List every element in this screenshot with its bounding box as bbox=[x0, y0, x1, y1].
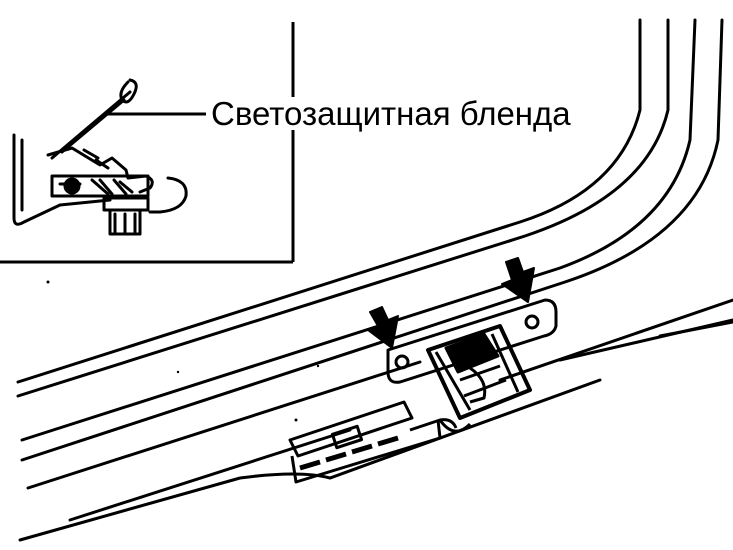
roof-contour-lines bbox=[16, 18, 733, 542]
inset-frame bbox=[0, 22, 295, 264]
print-specks bbox=[46, 280, 320, 422]
arrow-right-screw bbox=[501, 257, 535, 303]
visor-mounting-bracket bbox=[386, 298, 558, 433]
arrow-left-screw bbox=[367, 306, 399, 349]
sun-visor-label: Светозащитная бленда bbox=[209, 95, 573, 132]
lower-trim-rail bbox=[288, 400, 458, 484]
inset-sun-visor-detail bbox=[12, 78, 188, 236]
